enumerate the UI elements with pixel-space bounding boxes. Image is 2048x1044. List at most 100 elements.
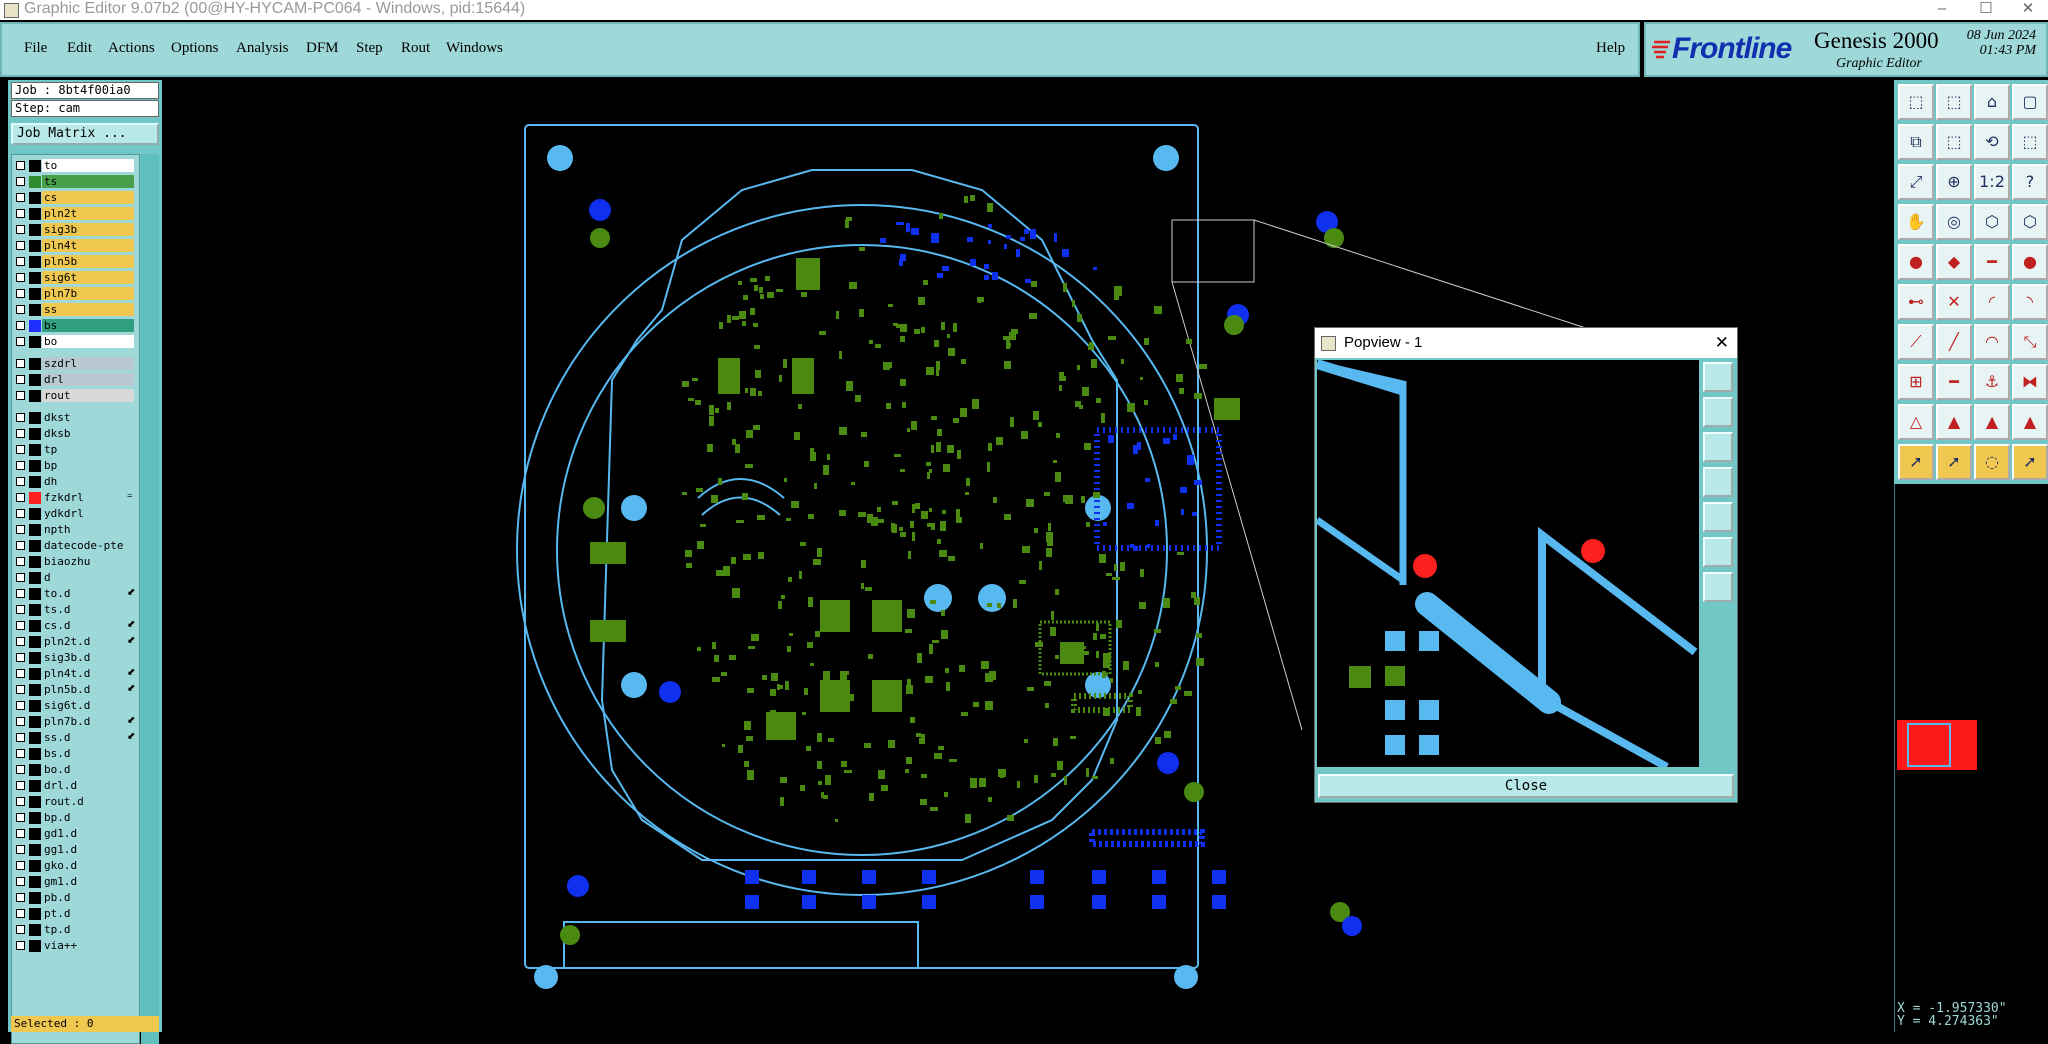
layer-row[interactable]: pln7b [12, 287, 139, 301]
arc-icon[interactable]: ◜ [1974, 284, 2010, 320]
layer-row[interactable]: bp.d [12, 811, 139, 825]
layer-checkbox[interactable] [16, 589, 25, 598]
layer-checkbox[interactable] [16, 305, 25, 314]
layer-row[interactable]: gko.d [12, 859, 139, 873]
layer-row[interactable]: gg1.d [12, 843, 139, 857]
popview-zoom-out-icon[interactable] [1703, 432, 1733, 462]
layer-swatch[interactable] [29, 412, 41, 424]
layer-swatch[interactable] [29, 492, 41, 504]
layer-swatch[interactable] [29, 390, 41, 402]
layer-row[interactable]: bo.d [12, 763, 139, 777]
link-icon[interactable]: ⧓ [2012, 364, 2048, 400]
layer-swatch[interactable] [29, 652, 41, 664]
layer-row[interactable]: pb.d [12, 891, 139, 905]
layer-checkbox[interactable] [16, 765, 25, 774]
layer-row[interactable]: datecode-pte [12, 539, 139, 553]
layer-checkbox[interactable] [16, 781, 25, 790]
menu-edit[interactable]: Edit [67, 40, 92, 56]
layer-name[interactable]: rout [42, 389, 134, 402]
layer-swatch[interactable] [29, 764, 41, 776]
layer-checkbox[interactable] [16, 797, 25, 806]
layer-row[interactable]: biaozhu [12, 555, 139, 569]
layer-row[interactable]: pln2t [12, 207, 139, 221]
popview-canvas[interactable] [1317, 360, 1699, 767]
layer-checkbox[interactable] [16, 241, 25, 250]
layer-name[interactable]: gko.d [42, 859, 134, 872]
layer-checkbox[interactable] [16, 177, 25, 186]
layer-checkbox[interactable] [16, 541, 25, 550]
layer-name[interactable]: ss [42, 303, 134, 316]
layer-name[interactable]: pln2t [42, 207, 134, 220]
triangle-icon[interactable]: △ [1898, 404, 1934, 440]
lasso-icon[interactable]: ◌ [1974, 444, 2010, 480]
layer-swatch[interactable] [29, 240, 41, 252]
layer-swatch[interactable] [29, 374, 41, 386]
layer-swatch[interactable] [29, 620, 41, 632]
layer-row[interactable]: fzkdrl= [12, 491, 139, 505]
layer-swatch[interactable] [29, 192, 41, 204]
polygon-icon[interactable]: ◆ [1936, 244, 1972, 280]
layer-swatch[interactable] [29, 160, 41, 172]
feature-move-icon[interactable]: ⬚ [1936, 84, 1972, 120]
layer-row[interactable]: szdrl [12, 357, 139, 371]
layer-name[interactable]: pln2t.d [42, 635, 134, 648]
layer-row[interactable]: via++ [12, 939, 139, 953]
layer-row[interactable]: sig6t.d [12, 699, 139, 713]
layer-checkbox[interactable] [16, 925, 25, 934]
diagonal-icon[interactable]: ╱ [1936, 324, 1972, 360]
layer-name[interactable]: pln5b.d [42, 683, 134, 696]
layer-swatch[interactable] [29, 320, 41, 332]
layer-row[interactable]: gm1.d [12, 875, 139, 889]
layer-name[interactable]: sig3b [42, 223, 134, 236]
layer-name[interactable]: pln4t.d [42, 667, 134, 680]
layer-name[interactable]: tp.d [42, 923, 134, 936]
anchor-icon[interactable]: ⚓ [1974, 364, 2010, 400]
layer-checkbox[interactable] [16, 321, 25, 330]
menu-options[interactable]: Options [171, 40, 219, 56]
layer-checkbox[interactable] [16, 637, 25, 646]
layer-swatch[interactable] [29, 572, 41, 584]
layer-row[interactable]: d [12, 571, 139, 585]
layer-name[interactable]: rout.d [42, 795, 134, 808]
layer-checkbox[interactable] [16, 337, 25, 346]
copy-icon[interactable]: ⧉ [1898, 124, 1934, 160]
layer-checkbox[interactable] [16, 829, 25, 838]
layer-checkbox[interactable] [16, 359, 25, 368]
menu-file[interactable]: File [24, 40, 48, 56]
popview-expand-icon[interactable] [1703, 572, 1733, 602]
layer-swatch[interactable] [29, 358, 41, 370]
layer-name[interactable]: ydkdrl [42, 507, 134, 520]
layer-swatch[interactable] [29, 844, 41, 856]
layer-row[interactable]: drl [12, 373, 139, 387]
layer-swatch[interactable] [29, 428, 41, 440]
layer-name[interactable]: bs.d [42, 747, 134, 760]
layer-checkbox[interactable] [16, 669, 25, 678]
layer-name[interactable]: drl [42, 373, 134, 386]
window-icon[interactable]: ▢ [2012, 84, 2048, 120]
layer-name[interactable]: d [42, 571, 134, 584]
multi-select-icon[interactable]: ➚ [2012, 444, 2048, 480]
slope-icon[interactable]: ⟋ [1898, 324, 1934, 360]
popview-close-button[interactable]: Close [1318, 774, 1734, 798]
menu-rout[interactable]: Rout [401, 40, 431, 56]
layer-swatch[interactable] [29, 272, 41, 284]
layer-swatch[interactable] [29, 748, 41, 760]
layer-swatch[interactable] [29, 716, 41, 728]
layer-row[interactable]: pt.d [12, 907, 139, 921]
layer-row[interactable]: bo [12, 335, 139, 349]
layer-swatch[interactable] [29, 508, 41, 520]
layer-swatch[interactable] [29, 588, 41, 600]
layer-row[interactable]: tp [12, 443, 139, 457]
layer-name[interactable]: cs [42, 191, 134, 204]
layer-checkbox[interactable] [16, 525, 25, 534]
layer-row[interactable]: sig3b.d [12, 651, 139, 665]
layer-name[interactable]: fzkdrl [42, 491, 134, 504]
layer-swatch[interactable] [29, 336, 41, 348]
layer-row[interactable]: ydkdrl [12, 507, 139, 521]
layer-name[interactable]: npth [42, 523, 134, 536]
layer-checkbox[interactable] [16, 573, 25, 582]
layer-name[interactable]: sig6t.d [42, 699, 134, 712]
layer-row[interactable]: pln4t [12, 239, 139, 253]
layer-swatch[interactable] [29, 684, 41, 696]
layer-row[interactable]: to.d⬋ [12, 587, 139, 601]
